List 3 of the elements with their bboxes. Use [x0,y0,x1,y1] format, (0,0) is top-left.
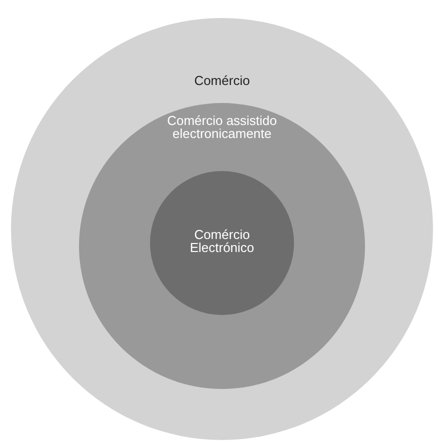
circle-label: Comércio [193,74,251,87]
circle-label: Comércio Electrónico [188,228,256,254]
circle-label: Comércio assistido electronicamente [166,114,278,140]
